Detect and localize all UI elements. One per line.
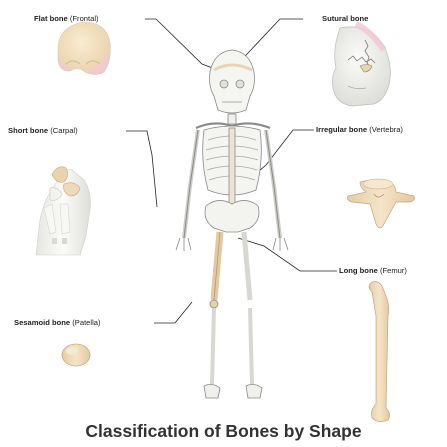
label-long-bone-detail: (Femur) — [379, 266, 407, 275]
label-irregular-bone-detail: (Vertebra) — [369, 125, 403, 134]
label-irregular-bone: Irregular bone (Vertebra) — [316, 125, 403, 134]
label-long-bone-name: Long bone — [339, 266, 378, 275]
label-short-bone-detail: (Carpal) — [50, 126, 78, 135]
leader-short — [126, 130, 158, 208]
label-short-bone-name: Short bone — [8, 126, 49, 135]
label-irregular-bone-name: Irregular bone — [316, 125, 368, 134]
leader-long — [237, 237, 337, 272]
long-bone-image — [368, 281, 390, 422]
sesamoid-bone-image — [61, 343, 91, 367]
label-sesamoid-bone-detail: (Patella) — [72, 318, 101, 327]
label-sesamoid-bone-name: Sesamoid bone — [14, 318, 71, 327]
label-short-bone: Short bone (Carpal) — [8, 126, 78, 135]
leader-sutural — [231, 18, 303, 71]
label-flat-bone-detail: (Frontal) — [69, 14, 99, 23]
diagram-title: Classification of Bones by Shape — [85, 421, 362, 441]
label-flat-bone: Flat bone (Frontal) — [34, 14, 99, 23]
label-sutural-bone-name: Sutural bone — [322, 14, 369, 23]
leader-sesamoid — [154, 301, 193, 324]
label-flat-bone-name: Flat bone — [34, 14, 68, 23]
label-long-bone: Long bone (Femur) — [339, 266, 407, 275]
sutural-bone-image — [332, 21, 391, 107]
skeleton — [175, 49, 289, 399]
irregular-bone-image — [347, 178, 415, 229]
label-sutural-bone: Sutural bone — [322, 14, 368, 23]
flat-bone-image — [57, 21, 111, 75]
short-bone-image — [35, 166, 91, 256]
label-sesamoid-bone: Sesamoid bone (Patella) — [14, 318, 101, 327]
